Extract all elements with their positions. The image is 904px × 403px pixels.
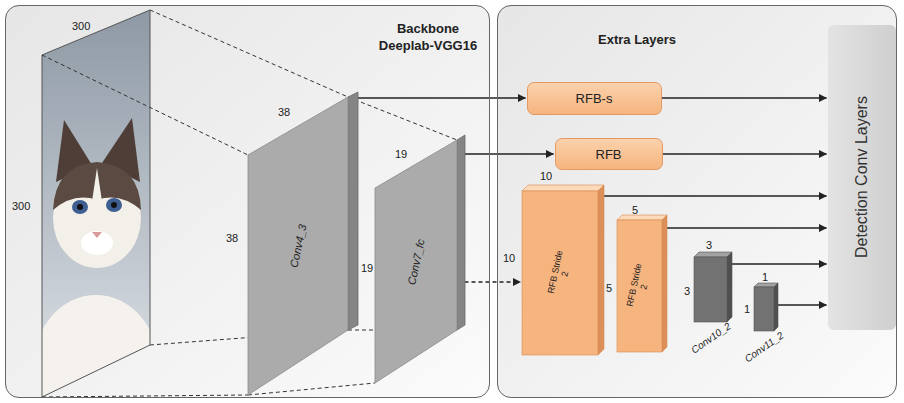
rfb-stride-block: RFB Stride 2 [617, 215, 667, 352]
node-label: Conv11_2 [742, 329, 785, 364]
dimension-label: 3 [706, 239, 712, 251]
connector-arrow [732, 263, 827, 264]
rfb-module-box: RFB-s [527, 82, 662, 115]
projection-lines [42, 10, 457, 397]
node-label: Extra Layers [598, 32, 676, 47]
connector-arrow [778, 304, 827, 305]
connector-arrow [358, 97, 526, 98]
detection-layers-box: Detection Conv Layers [828, 25, 896, 330]
node-label: Conv10_2 [689, 320, 733, 355]
node-label: Detection Conv Layers [853, 96, 871, 258]
cat-photo [34, 5, 158, 403]
backbone-panel: Backbone Deeplab-VGG16Conv4_3Conv7_fc [5, 5, 490, 398]
block-shape [754, 283, 778, 331]
dimension-label: 19 [361, 262, 373, 274]
dimension-label: 19 [395, 148, 407, 160]
node-label: Backbone Deeplab-VGG16 [372, 20, 484, 54]
connector-arrow [663, 153, 827, 154]
connector-arrow [465, 281, 521, 282]
node-label: RFB [596, 146, 622, 161]
feature-map-plane: Conv4_3 [248, 92, 358, 397]
dimension-label: 1 [762, 271, 768, 283]
block-shape [694, 252, 732, 322]
dimension-label: 38 [226, 232, 238, 244]
rfb-module-box: RFB [555, 138, 663, 170]
node-label: RFB-s [576, 91, 613, 106]
conv-layer-block: Conv10_2 [694, 252, 732, 322]
connector-arrow [465, 153, 554, 154]
dimension-label: 3 [684, 285, 690, 297]
image-frame [42, 10, 150, 397]
dimension-label: 300 [72, 20, 90, 32]
connector-arrow [604, 195, 827, 196]
rfb-stride-block: RFB Stride 2 [522, 185, 604, 355]
panel-ground [497, 5, 897, 398]
dimension-label: 10 [540, 170, 552, 182]
dimension-label: 5 [632, 204, 638, 216]
connector-arrow [667, 227, 827, 228]
dimension-label: 5 [606, 282, 612, 294]
dimension-label: 38 [278, 106, 290, 118]
dimension-label: 10 [503, 252, 515, 264]
conv-layer-block: Conv11_2 [754, 283, 778, 331]
dimension-label: 300 [12, 200, 30, 212]
dimension-label: 1 [744, 303, 750, 315]
extra-layers-panel: Extra LayersRFB-sRFB RFB Stride 2 RFB Stri… [497, 5, 897, 398]
feature-map-plane: Conv7_fc [375, 135, 465, 385]
connector-arrow [662, 97, 827, 98]
